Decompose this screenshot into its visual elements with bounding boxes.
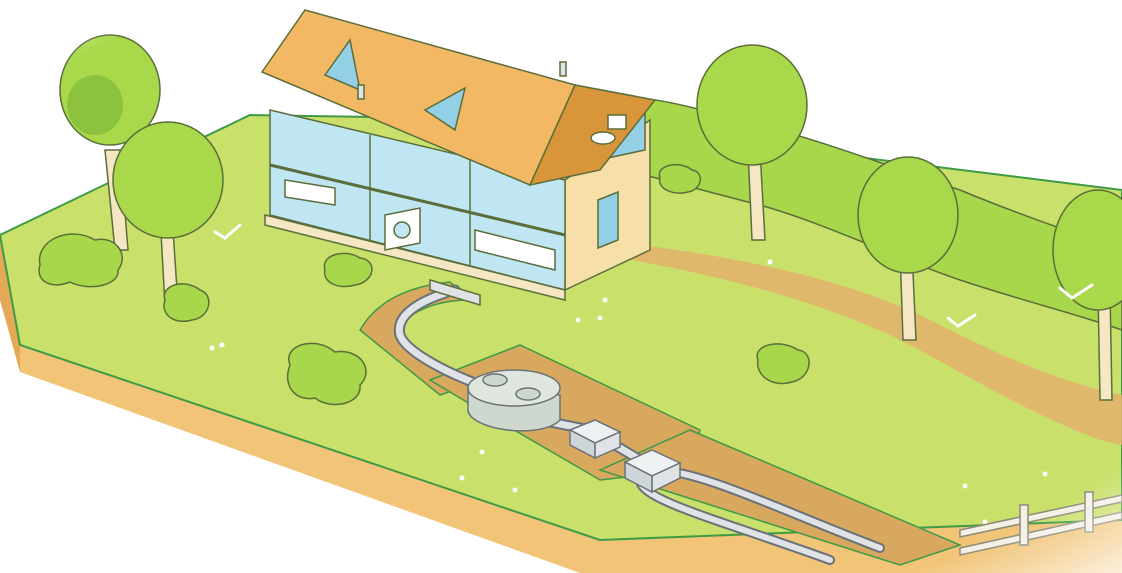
septic-system-illustration bbox=[0, 0, 1122, 573]
